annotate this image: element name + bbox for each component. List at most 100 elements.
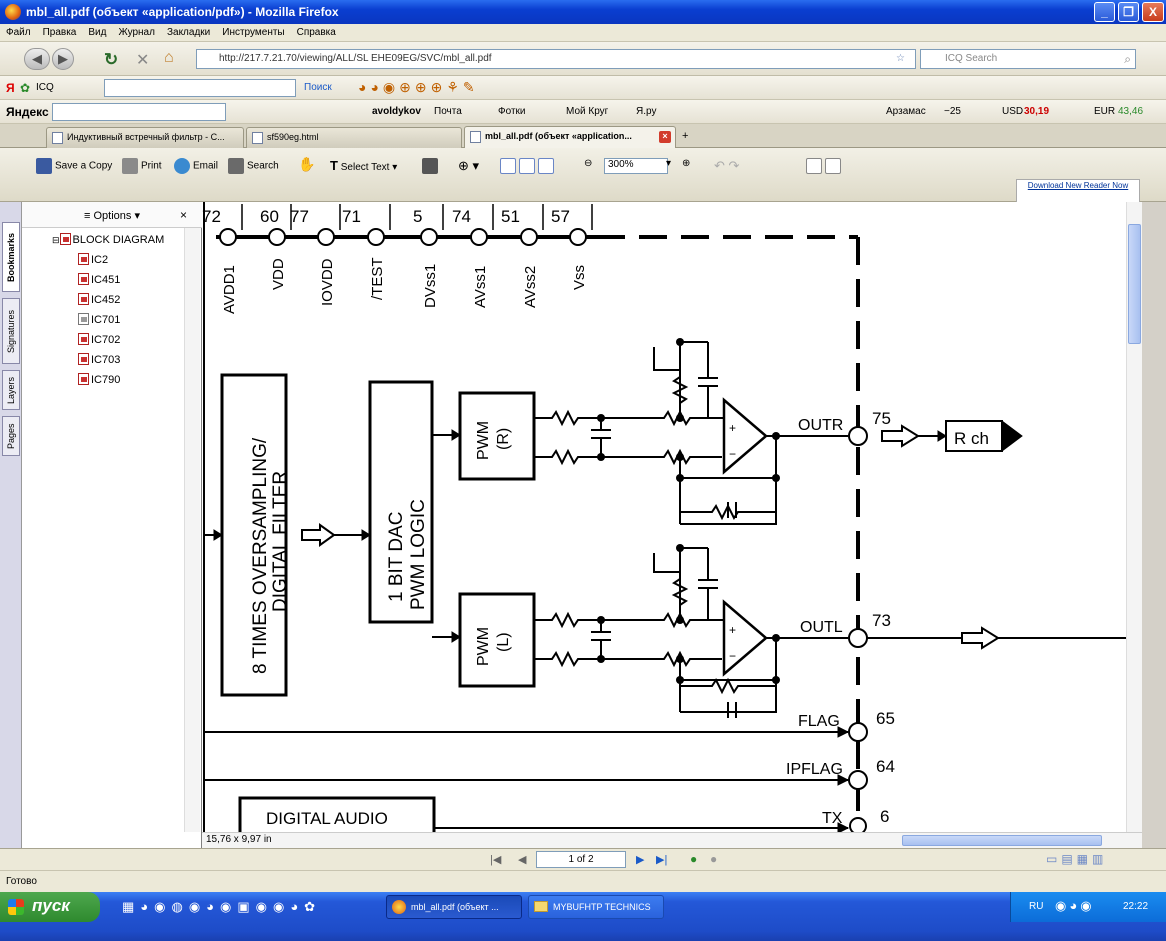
search-button[interactable]: Search <box>228 158 279 174</box>
tab-layers[interactable]: Layers <box>2 370 20 410</box>
save-copy-button[interactable]: Save a Copy <box>36 158 112 174</box>
tab-mbl-all[interactable]: mbl_all.pdf (объект «application... × <box>464 126 676 148</box>
vertical-scroll-thumb[interactable] <box>1128 224 1141 344</box>
new-tab-icon[interactable]: + <box>682 130 689 142</box>
quick-launch-icons[interactable]: ▦◕◉◍◉◕◉▣◉◉◕✿ <box>122 899 322 914</box>
icq-combo[interactable] <box>104 79 296 97</box>
tab-pages[interactable]: Pages <box>2 416 20 456</box>
clock[interactable]: 22:22 <box>1123 901 1149 912</box>
next-page-icon[interactable]: ▶ <box>636 854 645 866</box>
bookmarks-scrollbar[interactable] <box>184 228 200 832</box>
bookmark-item[interactable]: IC790 <box>78 373 120 386</box>
select-text-label: Select Text <box>340 162 390 173</box>
zoom-input[interactable]: 300% <box>604 158 668 174</box>
search-input[interactable]: ICQ Search ⌕ <box>920 49 1136 69</box>
bookmark-item[interactable]: IC703 <box>78 353 120 366</box>
options-label: Options <box>93 210 132 222</box>
collapse-icon[interactable]: ⊟ <box>52 235 60 245</box>
pdf-document-view[interactable]: 72 60 77 71 5 74 51 57 AVDD1 VDD IOVDD /… <box>202 202 1126 832</box>
menu-file[interactable]: Файл <box>6 27 31 38</box>
bookmark-item[interactable]: IC702 <box>78 333 120 346</box>
menu-history[interactable]: Журнал <box>118 27 155 38</box>
start-button[interactable]: пуск <box>0 892 100 922</box>
bookmark-item[interactable]: IC452 <box>78 293 120 306</box>
minimize-button[interactable]: _ <box>1094 2 1115 22</box>
yandex-search-input[interactable] <box>52 103 226 121</box>
horizontal-scrollbar[interactable]: 15,76 x 9,97 in <box>202 832 1142 848</box>
page-number-input[interactable]: 1 of 2 <box>536 851 626 868</box>
tab-close-icon[interactable]: × <box>659 131 671 143</box>
bookmark-star-icon[interactable]: ☆ <box>896 53 905 64</box>
window-title-bar[interactable]: mbl_all.pdf (объект «application/pdf») -… <box>0 0 1166 24</box>
rotate-icons[interactable]: ↶ ↷ <box>714 158 740 173</box>
taskbar-firefox[interactable]: mbl_all.pdf (объект ... <box>386 895 522 919</box>
close-button[interactable]: X <box>1142 2 1164 22</box>
prev-page-icon[interactable]: ◀ <box>518 854 527 866</box>
select-text-button[interactable]: T Select Text ▾ <box>330 158 398 173</box>
zoom-in-icon[interactable]: ⊕ ▾ <box>458 158 480 173</box>
bookmark-item[interactable]: IC451 <box>78 273 120 286</box>
stop-icon[interactable]: ● <box>710 852 718 866</box>
play-icon[interactable]: ● <box>690 852 698 866</box>
bookmark-root[interactable]: ⊟BLOCK DIAGRAM <box>52 233 164 246</box>
mail-link[interactable]: Почта <box>434 106 462 117</box>
email-button[interactable]: Email <box>174 158 218 174</box>
taskbar-folder[interactable]: MYBUFHTP TECHNICS <box>528 895 664 919</box>
bookmark-label: IC452 <box>91 294 121 306</box>
bookmark-item[interactable]: IC701 <box>78 313 120 326</box>
options-button[interactable]: ≡ Options ▾ <box>84 210 140 222</box>
page-layout-icons[interactable] <box>500 158 557 174</box>
hand-tool-icon[interactable]: ✋ <box>298 156 316 172</box>
menu-help[interactable]: Справка <box>296 27 336 38</box>
zoom-plus-icon[interactable]: ⊕ <box>682 158 691 169</box>
icq-label[interactable]: ICQ <box>36 82 54 93</box>
forward-button[interactable]: ▶ <box>52 48 74 70</box>
menu-tools[interactable]: Инструменты <box>222 27 285 38</box>
yaru-link[interactable]: Я.ру <box>636 106 657 117</box>
yandex-brand[interactable]: Яндекс <box>6 105 49 119</box>
home-icon[interactable]: ⌂ <box>164 49 174 66</box>
user-name[interactable]: avoldykov <box>372 106 421 117</box>
vertical-scrollbar[interactable] <box>1126 202 1142 832</box>
weather-city[interactable]: Арзамас <box>886 106 926 117</box>
url-input[interactable]: http://217.7.21.70/viewing/ALL/SL EHE09E… <box>196 49 916 69</box>
navigation-panel-tabs: Bookmarks Signatures Layers Pages <box>0 202 22 848</box>
eur-value[interactable]: 43,46 <box>1118 106 1144 117</box>
search-label[interactable]: Поиск <box>304 82 332 93</box>
tray-icons[interactable]: ◉◕◉ <box>1055 898 1095 913</box>
page-bookmark-icon <box>78 313 89 325</box>
search-icon[interactable]: ⌕ <box>1124 52 1131 66</box>
first-page-icon[interactable]: |◀ <box>490 854 502 866</box>
photos-link[interactable]: Фотки <box>498 106 526 117</box>
zoom-out-icon[interactable]: ⊖ <box>584 158 593 169</box>
tab-sf590eg[interactable]: sf590eg.html <box>246 127 462 148</box>
zoom-dropdown-icon[interactable]: ▾ <box>666 158 672 169</box>
menu-view[interactable]: Вид <box>88 27 107 38</box>
status-bar: Готово <box>0 870 1166 892</box>
language-indicator[interactable]: RU <box>1029 901 1044 912</box>
tab-signatures[interactable]: Signatures <box>2 298 20 364</box>
stop-icon[interactable]: ✕ <box>136 52 150 69</box>
icq-flower-icon[interactable]: ✿ <box>20 81 31 95</box>
horizontal-scroll-thumb[interactable] <box>902 835 1102 846</box>
print-button[interactable]: Print <box>122 158 162 174</box>
last-page-icon[interactable]: ▶| <box>656 854 668 866</box>
download-reader-link[interactable]: Download New Reader Now <box>1016 179 1140 203</box>
snapshot-icon[interactable] <box>422 158 441 174</box>
yandex-logo-icon: Я <box>6 81 15 95</box>
back-button[interactable]: ◀ <box>24 48 50 70</box>
toolbar-icons[interactable]: ◕◕◉⊕⊕⊕⚘✎ <box>358 79 479 95</box>
menu-edit[interactable]: Правка <box>42 27 77 38</box>
tab-bookmarks[interactable]: Bookmarks <box>2 222 20 292</box>
bookmark-item[interactable]: IC2 <box>78 253 108 266</box>
tab-filter[interactable]: Индуктивный встречный фильтр - С... <box>46 127 244 148</box>
reload-icon[interactable]: ↻ <box>104 50 119 69</box>
mykrug-link[interactable]: Мой Круг <box>566 106 609 117</box>
usd-value[interactable]: 30,19 <box>1024 106 1050 117</box>
tab-label: sf590eg.html <box>267 132 319 142</box>
menu-bookmarks[interactable]: Закладки <box>166 27 211 38</box>
maximize-button[interactable]: ❐ <box>1118 2 1139 22</box>
panel-close-icon[interactable]: × <box>180 208 188 222</box>
page-view-icons[interactable]: ▭▤▦▥ <box>1046 852 1108 866</box>
page-tools-icons[interactable] <box>806 158 844 174</box>
